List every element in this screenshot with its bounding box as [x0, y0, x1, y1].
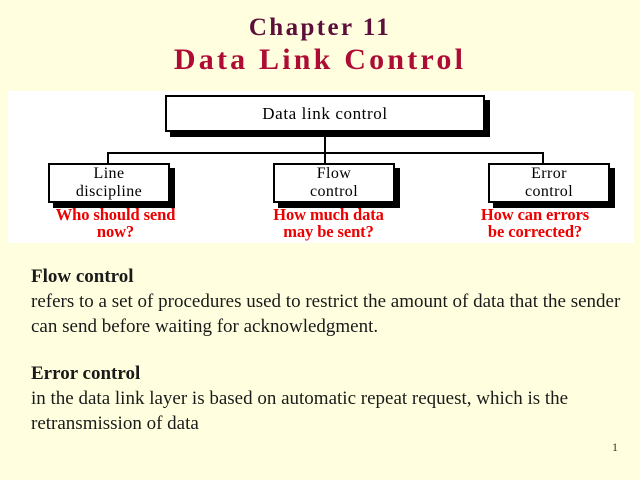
diagram-node-data-link-control: Data link control	[165, 95, 485, 132]
page-title: Data Link Control	[173, 43, 467, 76]
connector-drop-middle	[324, 152, 326, 165]
paragraph-body: refers to a set of procedures used to re…	[31, 291, 621, 337]
paragraph-error-control: Error control in the data link layer is …	[31, 361, 621, 436]
chapter-label: Chapter 11	[248, 13, 392, 42]
paragraph-heading: Error control	[31, 363, 141, 384]
body-text-block: Flow control refers to a set of procedur…	[31, 264, 621, 458]
paragraph-flow-control: Flow control refers to a set of procedur…	[31, 264, 621, 339]
slide-title-block: Chapter 11 Data Link Control	[0, 14, 640, 77]
paragraph-body: in the data link layer is based on autom…	[31, 388, 569, 434]
diagram-node-label: Data link control	[262, 103, 388, 123]
connector-root-stub	[324, 136, 326, 154]
connector-drop-right	[542, 152, 544, 165]
page-number: 1	[612, 440, 618, 454]
connector-drop-left	[107, 152, 109, 165]
paragraph-heading: Flow control	[31, 266, 134, 287]
